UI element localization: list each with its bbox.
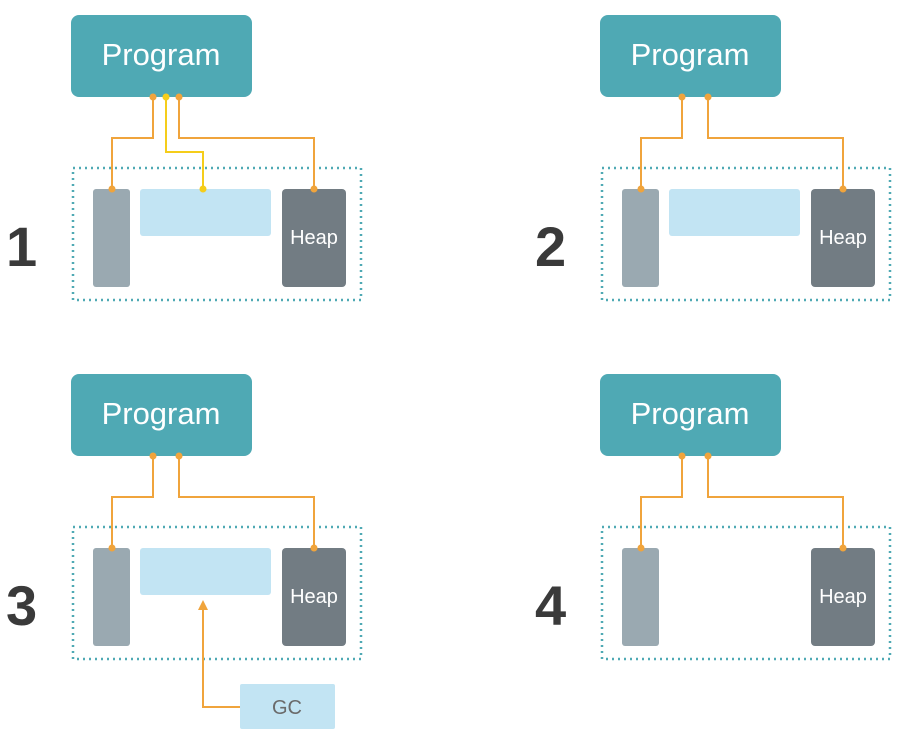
process-boundary — [600, 166, 892, 302]
program-box — [71, 15, 252, 97]
heap-label: Heap — [290, 586, 338, 608]
stack-bar — [622, 189, 659, 287]
pointer-to-heap — [707, 97, 844, 189]
memory-block — [140, 548, 271, 595]
program-box — [71, 374, 252, 456]
stack-bar — [622, 548, 659, 646]
gc-arrow — [198, 600, 240, 708]
process-boundary — [71, 166, 363, 302]
panel-number: 2 — [535, 215, 566, 278]
pointer-to-heap — [707, 456, 844, 548]
panel-2: 2 Heap Program — [535, 15, 892, 302]
connector-dot — [839, 544, 847, 552]
pointer-to-heap — [178, 97, 315, 189]
heap-box — [811, 189, 875, 287]
process-boundary — [600, 525, 892, 661]
connector-dot — [839, 185, 847, 193]
connector-dot — [678, 93, 686, 101]
connector-dot — [637, 544, 645, 552]
panel-4: 4 Heap Program — [535, 374, 892, 661]
connector-dot — [175, 93, 183, 101]
panel-3: 3 Heap Program GC — [6, 374, 363, 729]
process-boundary — [71, 525, 363, 661]
heap-box — [811, 548, 875, 646]
pointer-to-stack — [640, 97, 683, 189]
connector-dot — [678, 452, 686, 460]
program-box — [600, 15, 781, 97]
connector-dot — [149, 452, 157, 460]
program-label: Program — [102, 396, 221, 431]
heap-label: Heap — [819, 227, 867, 249]
stack-bar — [93, 189, 130, 287]
connector-dot — [637, 185, 645, 193]
pointer-to-stack — [111, 456, 154, 548]
stack-bar — [93, 548, 130, 646]
pointer-to-stack — [640, 456, 683, 548]
connector-dot — [149, 93, 157, 101]
program-box — [600, 374, 781, 456]
panel-number: 4 — [535, 574, 566, 637]
pointer-to-block — [165, 97, 204, 189]
connector-dot — [108, 185, 116, 193]
pointer-to-heap — [178, 456, 315, 548]
panel-number: 3 — [6, 574, 37, 637]
connector-dot — [310, 544, 318, 552]
connector-dot — [704, 452, 712, 460]
panel-1: 1 Heap Program — [6, 15, 363, 302]
memory-block — [140, 189, 271, 236]
connector-dot — [310, 185, 318, 193]
pointer-to-stack — [111, 97, 154, 189]
heap-box — [282, 548, 346, 646]
memory-block — [669, 189, 800, 236]
connector-dot — [162, 93, 170, 101]
connector-dot — [175, 452, 183, 460]
program-label: Program — [631, 37, 750, 72]
heap-label: Heap — [819, 586, 867, 608]
connector-dot — [704, 93, 712, 101]
heap-box — [282, 189, 346, 287]
heap-label: Heap — [290, 227, 338, 249]
connector-dot — [108, 544, 116, 552]
gc-box — [240, 684, 335, 729]
gc-label: GC — [272, 697, 302, 719]
connector-dot — [199, 185, 207, 193]
program-label: Program — [631, 396, 750, 431]
panel-number: 1 — [6, 215, 37, 278]
program-label: Program — [102, 37, 221, 72]
